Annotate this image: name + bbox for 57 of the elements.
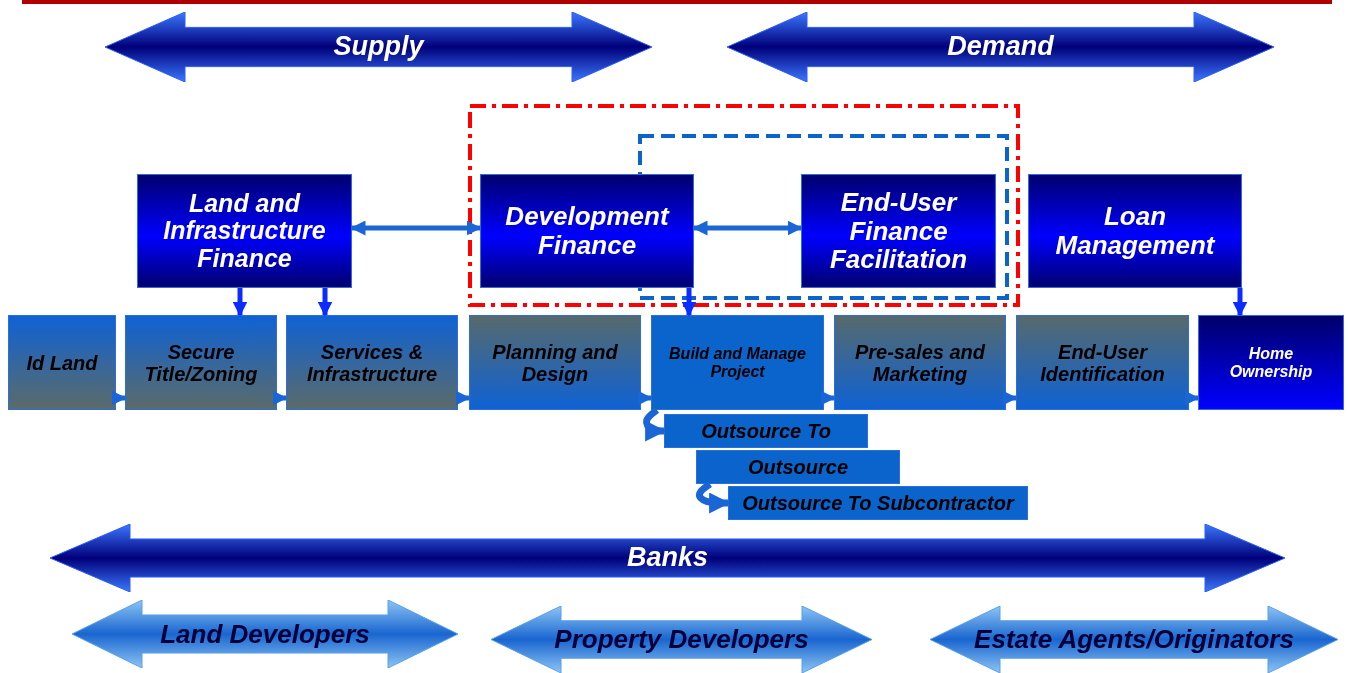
card-label: Outsource — [748, 456, 848, 478]
double-arrow-band — [491, 606, 872, 673]
arrow — [350, 220, 482, 236]
double-arrow-band — [50, 524, 1285, 592]
finance-box — [1028, 174, 1242, 288]
band-label: Demand — [947, 32, 1054, 62]
box-label: Build and Manage Project — [668, 344, 807, 381]
process-box — [286, 315, 458, 410]
box-label: Loan Management — [1054, 202, 1217, 260]
process-box — [8, 315, 116, 410]
process-box — [125, 315, 277, 410]
box-label: End-User Finance Facilitation — [828, 188, 969, 274]
finance-box — [480, 174, 694, 288]
box-label: Home Ownership — [1229, 344, 1313, 381]
double-arrow-band — [72, 600, 458, 668]
band-label: Estate Agents/Originators — [974, 625, 1294, 654]
outsource-card — [664, 414, 868, 448]
process-box — [1198, 315, 1344, 410]
finance-box — [137, 174, 352, 288]
arrow — [455, 390, 471, 406]
finance-box — [801, 174, 996, 288]
card-label: To — [807, 420, 831, 442]
arrow — [272, 390, 288, 406]
arrow — [317, 288, 333, 317]
process-box — [469, 315, 641, 410]
box-label: Development Finance — [504, 202, 671, 260]
box-label: Secure Title/Zoning — [143, 340, 259, 385]
band-label: Banks — [626, 543, 708, 573]
arrow — [1002, 390, 1018, 406]
arrow — [1184, 390, 1200, 406]
outsource-card — [728, 486, 1028, 520]
arrow — [643, 407, 667, 442]
box-label: Land and Infrastructure Finance — [162, 189, 327, 273]
arrow — [637, 390, 653, 406]
double-arrow-band — [105, 12, 652, 82]
band-label: Supply — [333, 32, 424, 62]
arrow — [681, 288, 697, 317]
box-label: Services & Infrastructure — [306, 340, 438, 385]
process-box — [1016, 315, 1189, 410]
process-box — [834, 315, 1006, 410]
arrow — [820, 390, 836, 406]
box-label: Planning and Design — [491, 340, 619, 385]
double-arrow-band — [727, 12, 1274, 82]
card-label: Outsource — [701, 420, 802, 442]
band-label: Property Developers — [554, 625, 809, 654]
box-label: End-User Identification — [1039, 340, 1166, 385]
band-label: Land Developers — [160, 619, 370, 649]
arrow — [111, 390, 127, 406]
arrow — [232, 288, 248, 317]
outsource-card — [696, 450, 900, 484]
arrow — [1232, 288, 1248, 317]
box-label: Id Land — [26, 351, 98, 374]
arrow — [692, 220, 803, 236]
process-box — [651, 315, 824, 410]
card-label: Outsource To Subcontractor — [742, 492, 1014, 514]
double-arrow-band — [930, 606, 1338, 673]
box-label: Pre-sales and Marketing — [853, 340, 987, 385]
